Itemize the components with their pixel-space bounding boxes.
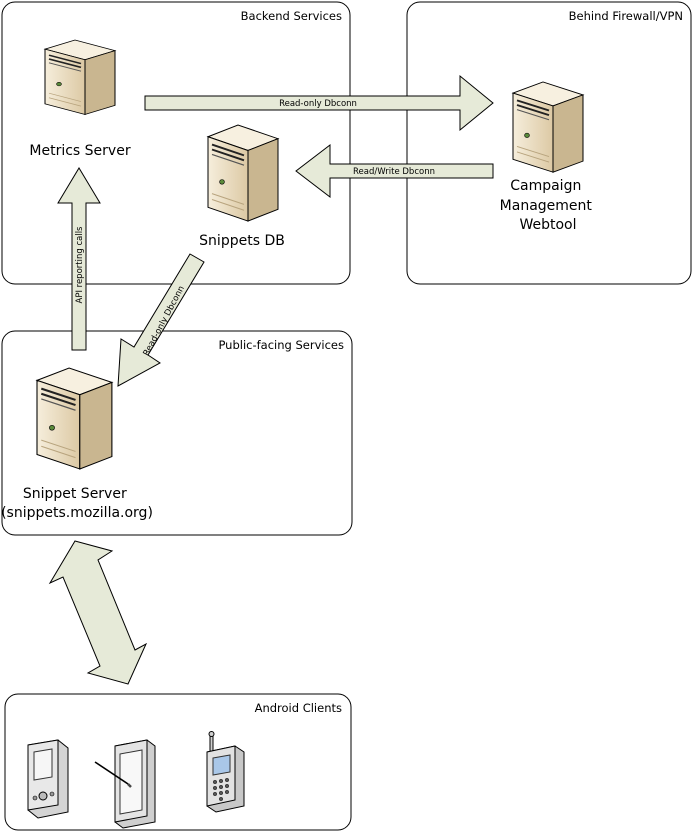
snippet-server-icon bbox=[35, 366, 113, 471]
group-label-firewall: Behind Firewall/VPN bbox=[569, 9, 683, 23]
feature-phone-icon bbox=[206, 731, 245, 813]
edge-api-reporting: API reporting calls bbox=[57, 167, 101, 351]
metrics-server-label: Metrics Server bbox=[29, 143, 130, 159]
campaign-line-3: Webtool bbox=[519, 217, 576, 233]
campaign-webtool-icon bbox=[512, 81, 584, 174]
snippets-db-icon bbox=[207, 124, 279, 223]
snippet-server-line-2: (snippets.mozilla.org) bbox=[1, 505, 153, 521]
snippet-server-label: Snippet Server (snippets.mozilla.org) bbox=[1, 486, 153, 521]
group-android-clients: Android Clients bbox=[4, 693, 352, 831]
edge-label-readwrite: Read/Write Dbconn bbox=[353, 167, 435, 177]
edge-readwrite-campaign-db: Read/Write Dbconn bbox=[295, 143, 494, 199]
edge-label-readonly-top: Read-only Dbconn bbox=[279, 99, 357, 109]
tablet-device-icon bbox=[94, 739, 156, 829]
group-label-public: Public-facing Services bbox=[218, 338, 344, 352]
group-label-android: Android Clients bbox=[255, 701, 342, 715]
edge-snippet-android bbox=[48, 540, 148, 685]
campaign-line-1: Campaign bbox=[510, 178, 581, 194]
snippets-db-label: Snippets DB bbox=[199, 233, 285, 249]
campaign-line-2: Management bbox=[500, 198, 593, 214]
phone-device-icon bbox=[27, 739, 69, 819]
campaign-webtool-label: Campaign Management Webtool bbox=[500, 178, 597, 233]
snippet-server-line-1: Snippet Server bbox=[23, 486, 127, 502]
metrics-server-icon bbox=[44, 39, 116, 116]
edge-label-api-reporting: API reporting calls bbox=[75, 226, 85, 304]
edge-readonly-metrics-campaign: Read-only Dbconn bbox=[144, 74, 494, 132]
group-label-backend: Backend Services bbox=[241, 9, 342, 23]
